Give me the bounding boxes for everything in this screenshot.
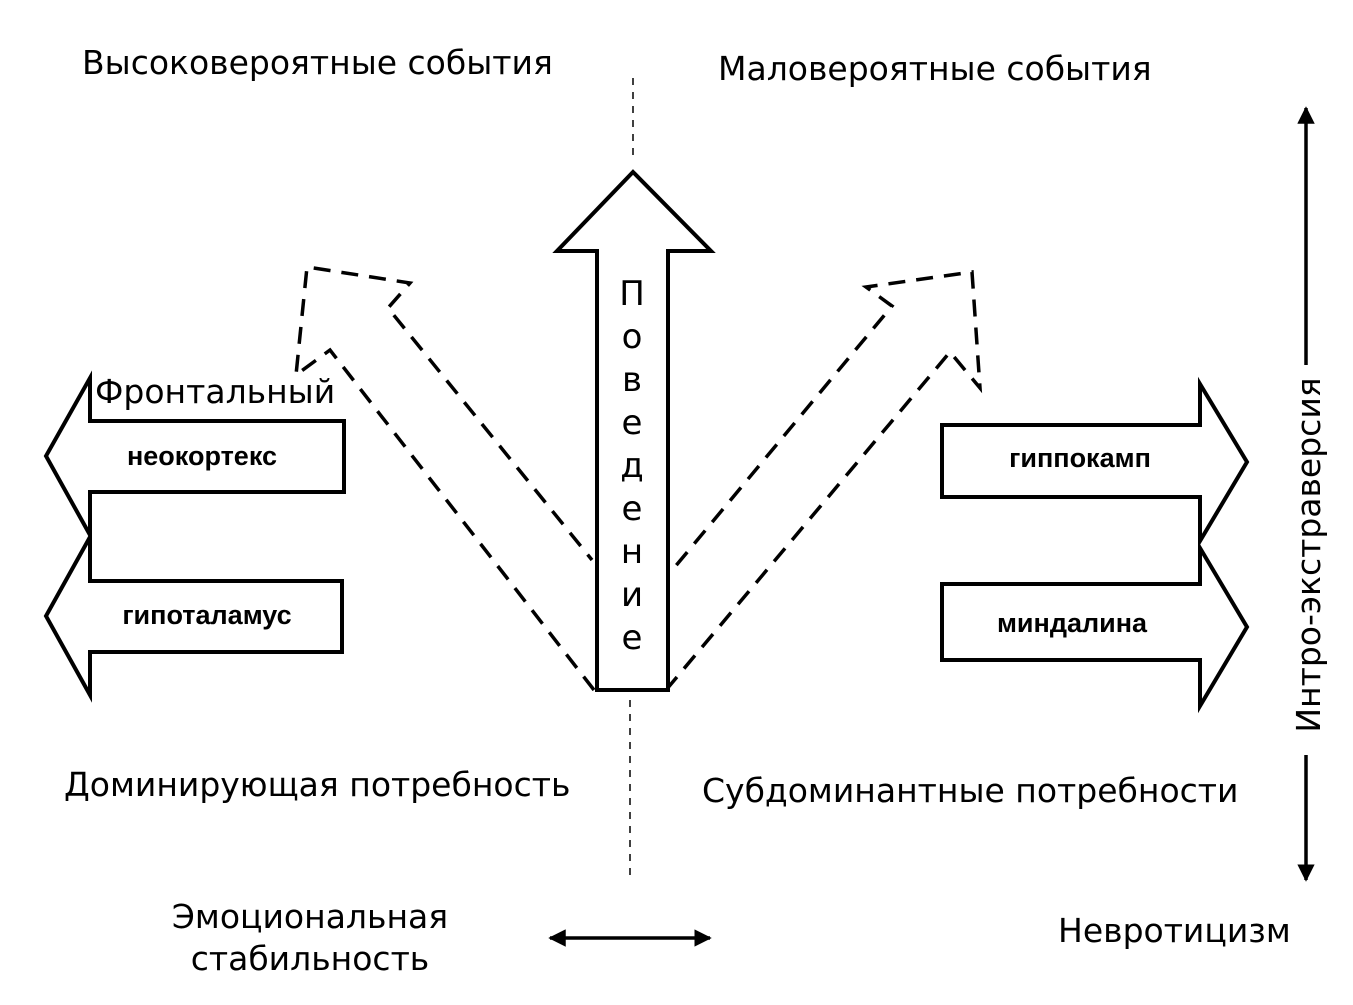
- left-dashed-arrow-icon: [293, 264, 596, 692]
- neocortex-block-arrow-icon: [43, 370, 346, 543]
- high-probability-events-label: Высоковероятные события: [82, 43, 553, 82]
- low-probability-events-label: Маловероятные события: [718, 49, 1152, 88]
- behavior-letter: и: [621, 575, 643, 615]
- emotional-stability-label-line1: Эмоциональная: [172, 897, 448, 936]
- neuroticism-label: Невротицизм: [1058, 911, 1291, 950]
- behavior-vertical-label: П о в е д е н и е: [619, 274, 645, 658]
- hippocampus-label: гиппокамп: [1009, 443, 1151, 473]
- neocortex-label: неокортекс: [127, 441, 277, 471]
- behavior-letter: е: [622, 403, 643, 443]
- behavior-letter: н: [621, 532, 643, 572]
- amygdala-block-arrow-icon: [940, 540, 1250, 714]
- behavior-letter: П: [619, 274, 645, 314]
- behavior-block-arrow-icon: [552, 169, 716, 692]
- hypothalamus-block-arrow-icon: [43, 529, 344, 703]
- behavior-letter: е: [622, 489, 643, 529]
- hypothalamus-label: гипоталамус: [122, 600, 291, 630]
- dominant-need-label: Доминирующая потребность: [64, 765, 570, 804]
- frontal-label: Фронтальный: [95, 372, 335, 411]
- intro-extraversion-label: Интро-экстраверсия: [1289, 377, 1328, 732]
- hippocampus-block-arrow-icon: [940, 376, 1250, 549]
- behavior-letter: д: [620, 446, 644, 486]
- behavior-letter: в: [622, 360, 642, 400]
- amygdala-label: миндалина: [997, 608, 1148, 638]
- emotional-stability-label-line2: стабильность: [191, 939, 430, 978]
- behavior-letter: о: [622, 317, 643, 357]
- behavior-letter: е: [622, 618, 643, 658]
- right-dashed-arrow-icon: [664, 270, 983, 692]
- subdominant-needs-label: Субдоминантные потребности: [702, 771, 1238, 810]
